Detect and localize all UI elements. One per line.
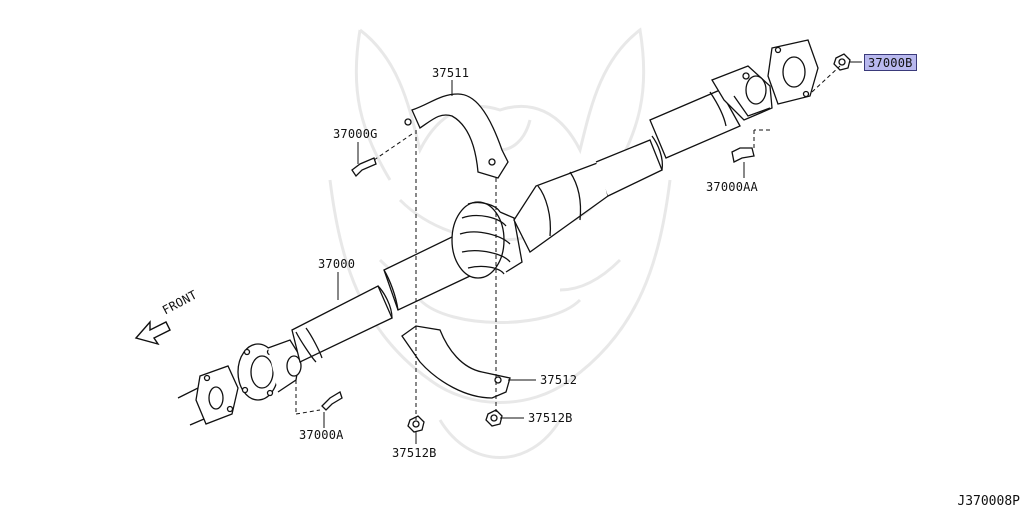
center-bearing-bracket-lower [401,325,511,399]
part-label-37512[interactable]: 37512 [540,373,578,387]
rear-end-tube [649,89,741,159]
diagram-code: J370008P [957,494,1020,509]
flange-yoke-front [237,339,302,401]
part-label-37000A[interactable]: 37000A [299,428,344,442]
nut-37512B-left [407,415,425,433]
companion-flange-right [767,39,819,105]
leader-lines [323,61,862,444]
part-label-37000B[interactable]: 37000B [864,54,917,71]
center-bearing-boot [451,201,523,279]
part-label-37000G[interactable]: 37000G [333,127,378,141]
front-arrow [134,320,171,346]
companion-flange-left [195,365,239,425]
part-label-37512B-left[interactable]: 37512B [392,446,437,460]
assembly-guide-lines [295,65,841,420]
front-tube [291,285,393,363]
part-label-37512B-right[interactable]: 37512B [528,411,573,425]
watermark-logo [328,27,672,459]
bolt-37000AA [731,147,755,163]
nut-37000B [833,53,851,71]
center-bearing-bracket-upper [404,93,509,179]
part-label-37511[interactable]: 37511 [432,66,470,80]
rear-yoke [711,65,773,121]
part-label-37000[interactable]: 37000 [318,257,356,271]
rear-tube [513,135,664,253]
nut-37512B-right [485,409,503,427]
bolt-37000A [321,391,343,411]
part-label-37000AA[interactable]: 37000AA [706,180,758,194]
bolt-37000G [351,157,377,178]
